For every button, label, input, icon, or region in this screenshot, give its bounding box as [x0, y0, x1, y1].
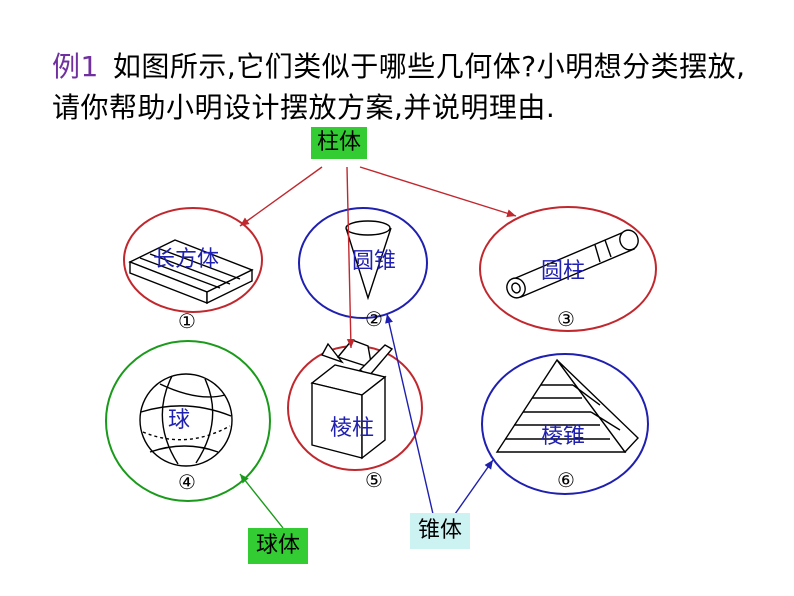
prism-drawing	[310, 339, 394, 460]
circle-shape-4	[105, 340, 271, 502]
category-label-sphere: 球体	[248, 528, 309, 564]
category-label-pyramid: 锥体	[410, 513, 471, 549]
arrow-prism-to-1	[239, 166, 323, 227]
shape-number-2: ②	[365, 307, 383, 331]
arrow-sphere-to-4	[239, 473, 284, 529]
shape-number-6: ⑥	[557, 468, 575, 492]
circle-shape-3	[479, 206, 657, 332]
pyramid-drawing	[495, 358, 639, 454]
shape-label-cuboid: 长方体	[153, 247, 220, 272]
problem-text: 如图所示,它们类似于哪些几何体?小明想分类摆放,请你帮助小明设计摆放方案,并说明…	[52, 50, 746, 124]
shape-number-5: ⑤	[365, 468, 383, 492]
shape-number-4: ④	[178, 470, 196, 494]
circle-shape-2	[298, 207, 428, 319]
cuboid-drawing	[128, 239, 254, 305]
circle-shape-1	[123, 207, 263, 313]
category-label-prism: 柱体	[311, 127, 368, 159]
arrow-prism-to-5	[346, 166, 355, 349]
arrow-pyramid-to-6	[454, 459, 494, 515]
shape-number-3: ③	[557, 307, 575, 331]
ball-drawing	[139, 373, 233, 467]
example-number: 例1	[52, 50, 99, 83]
arrow-prism-to-3	[359, 166, 517, 218]
cylinder-drawing	[506, 229, 639, 299]
circle-shape-6	[481, 353, 649, 495]
shape-label-pyramid: 棱锥	[541, 424, 586, 449]
shape-number-1: ①	[178, 309, 196, 333]
cone-drawing	[345, 220, 392, 301]
shape-label-prism: 棱柱	[330, 416, 375, 441]
shape-label-cylinder: 圆柱	[541, 259, 586, 284]
arrow-pyramid-to-2	[385, 313, 434, 515]
shape-label-cone: 圆锥	[352, 249, 397, 274]
shape-label-sphere: 球	[168, 408, 191, 433]
